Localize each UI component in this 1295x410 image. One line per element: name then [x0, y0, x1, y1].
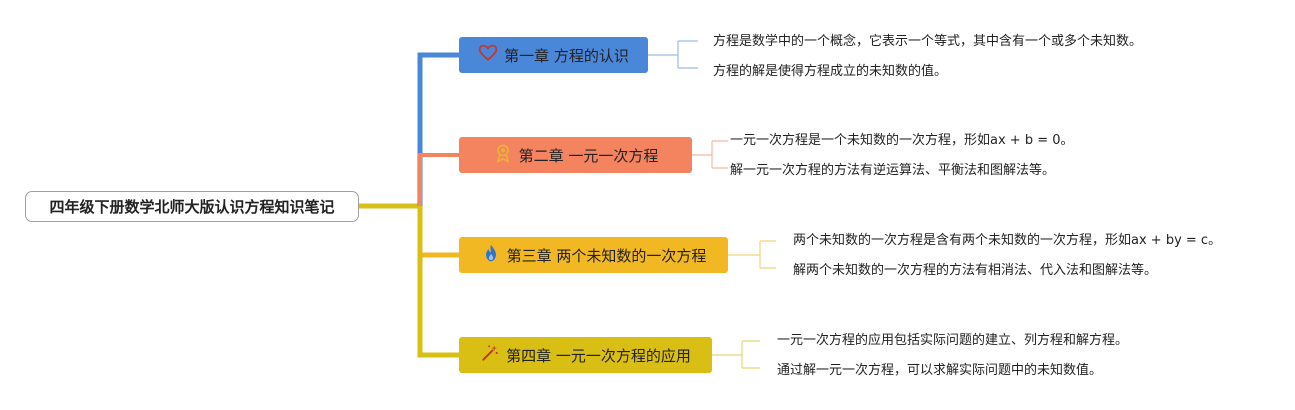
chapter-4-label: 第四章 一元一次方程的应用: [506, 346, 691, 365]
chapter-3-note-2: 解两个未知数的一次方程的方法有相消法、代入法和图解法等。: [793, 263, 1158, 278]
award-ribbon-icon: [493, 143, 513, 167]
chapter-2-node[interactable]: 第二章 一元一次方程: [459, 137, 692, 173]
chapter-2-label: 第二章 一元一次方程: [518, 146, 659, 165]
chapter-4-note-1: 一元一次方程的应用包括实际问题的建立、列方程和解方程。: [777, 333, 1129, 348]
chapter-2-note-1: 一元一次方程是一个未知数的一次方程，形如ax + b = 0。: [730, 133, 1074, 148]
chapter-1-label: 第一章 方程的认识: [504, 46, 629, 65]
bracket-chapter-1: [648, 40, 698, 69]
chapter-4-node[interactable]: 第四章 一元一次方程的应用: [459, 337, 712, 373]
bracket-chapter-3: [728, 240, 776, 269]
magic-wand-icon: [480, 343, 500, 367]
chapter-3-note-1: 两个未知数的一次方程是含有两个未知数的一次方程，形如ax + by = c。: [793, 233, 1222, 248]
connector-chapter-3: [417, 206, 459, 258]
connector-chapter-2: [418, 153, 459, 206]
root-topic-label: 四年级下册数学北师大版认识方程知识笔记: [49, 198, 335, 216]
connector-chapter-4: [417, 206, 459, 358]
bracket-chapter-4: [712, 340, 760, 369]
chapter-1-note-2: 方程的解是使得方程成立的未知数的值。: [713, 64, 948, 79]
chapter-1-node[interactable]: 第一章 方程的认识: [459, 37, 648, 73]
bracket-chapter-2: [692, 140, 728, 169]
chapter-3-node[interactable]: 第三章 两个未知数的一次方程: [459, 237, 728, 273]
heart-icon: [478, 43, 498, 67]
chapter-2-note-2: 解一元一次方程的方法有逆运算法、平衡法和图解法等。: [730, 163, 1056, 178]
chapter-1-note-1: 方程是数学中的一个概念，它表示一个等式，其中含有一个或多个未知数。: [713, 34, 1143, 49]
chapter-4-note-2: 通过解一元一次方程，可以求解实际问题中的未知数值。: [777, 363, 1103, 378]
root-topic[interactable]: 四年级下册数学北师大版认识方程知识笔记: [25, 191, 359, 222]
flame-icon: [481, 243, 501, 267]
connector-chapter-1: [417, 52, 459, 206]
chapter-3-label: 第三章 两个未知数的一次方程: [506, 246, 707, 265]
